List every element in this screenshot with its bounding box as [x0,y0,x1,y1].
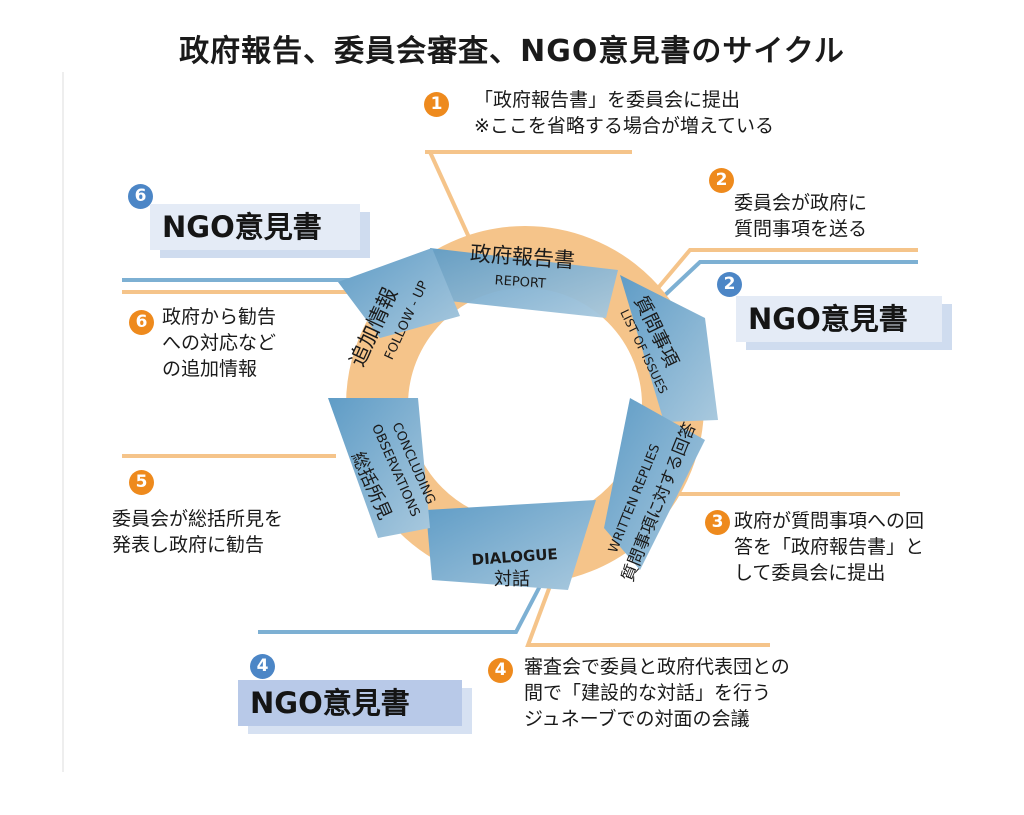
step-3-text: 政府が質問事項への回 答を「政府報告書」と して委員会に提出 [734,508,924,586]
step-2-badge: 2 [709,168,734,193]
label-dialogue-en: DIALOGUE [471,545,558,569]
connector-ngo2 [662,260,918,298]
ngo-4-badge: 4 [250,654,275,679]
step-6-line3: の追加情報 [162,358,258,380]
ring-tabs [328,248,718,590]
step-6-line1: 政府から勧告 [162,306,277,328]
step-2-line1: 委員会が政府に [734,192,868,214]
step-1-line2: ※ここを省略する場合が増えている [474,115,774,137]
label-dialogue-jp: 対話 [494,569,530,590]
connector-step2 [656,248,918,290]
connector-step4 [525,585,770,647]
step-3-line1: 政府が質問事項への回 [734,510,925,532]
connector-ngo4 [258,585,542,634]
step-5-line2: 発表し政府に勧告 [112,534,265,556]
label-report-en: REPORT [494,273,546,292]
ngo-2-badge: 2 [717,272,742,297]
step-4-line1: 審査会で委員と政府代表団との [524,656,790,678]
ring-labels: 政府報告書 REPORT 質問事項 LIST OF ISSUES WRITTEN… [345,241,700,590]
step-4-line3: ジュネーブでの対面の会議 [524,708,750,730]
step-5-badge: 5 [129,470,154,495]
step-5-text: 委員会が総括所見を 発表し政府に勧告 [112,506,283,558]
step-4-line2: 間で「建設的な対話」を行う [524,682,772,704]
step-4-text: 審査会で委員と政府代表団との 間で「建設的な対話」を行う ジュネーブでの対面の会… [524,654,790,732]
ngo-6-badge: 6 [128,184,153,209]
step-6-text: 政府から勧告 への対応など の追加情報 [162,304,276,382]
step-6-badge: 6 [129,310,154,335]
ngo-opinion-box-4: NGO意見書 [238,680,462,726]
tab-report [430,248,618,318]
tab-follow-up [338,248,460,338]
step-4-badge: 4 [488,658,513,683]
step-5-line1: 委員会が総括所見を [112,508,284,530]
step-6-line2: への対応など [162,332,277,354]
step-2-text: 委員会が政府に 質問事項を送る [734,190,867,242]
tab-concluding [328,398,430,538]
ngo-opinion-box-6: NGO意見書 [150,204,360,250]
step-2-line2: 質問事項を送る [734,218,868,240]
page-title: 政府報告、委員会審査、NGO意見書のサイクル [179,34,845,69]
connector-lines [122,150,918,647]
tab-dialogue [426,500,596,590]
step-1-line1: 「政府報告書」を委員会に提出 [474,89,741,111]
ngo-opinion-box-2: NGO意見書 [736,296,942,342]
tab-written-replies [604,398,705,570]
tab-list-of-issues [620,275,718,422]
step-3-line3: して委員会に提出 [734,562,886,584]
step-3-badge: 3 [705,510,730,535]
left-border-line [62,72,64,772]
step-1-badge: 1 [424,92,449,117]
step-3-line2: 答を「政府報告書」と [734,536,925,558]
connector-step1-diag [428,151,474,245]
step-1-text: 「政府報告書」を委員会に提出 ※ここを省略する場合が増えている [474,87,774,139]
